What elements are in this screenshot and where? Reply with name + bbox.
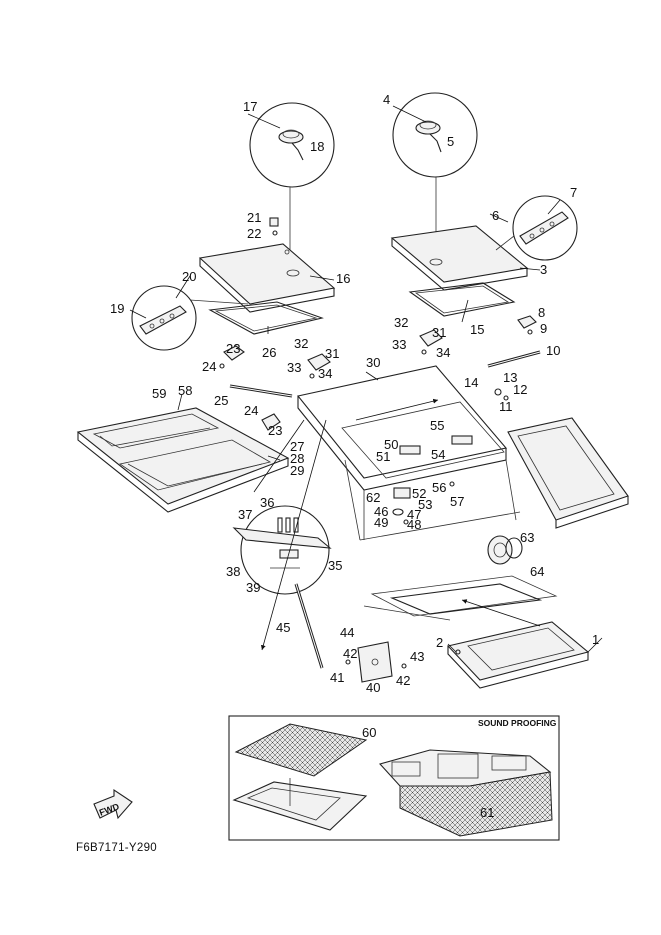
label-56: 56 <box>432 480 446 495</box>
gasket-left <box>208 301 324 335</box>
hinge-detail-left <box>131 285 249 351</box>
label-33-left: 33 <box>287 360 301 375</box>
label-17: 17 <box>243 99 257 114</box>
label-52: 52 <box>412 486 426 501</box>
part-labels: 17 18 4 5 7 6 21 22 3 16 20 19 8 9 15 32… <box>110 92 599 820</box>
label-4: 4 <box>383 92 390 107</box>
bracket-40 <box>345 641 407 683</box>
label-9: 9 <box>540 321 547 336</box>
label-11: 11 <box>499 399 513 414</box>
label-41: 41 <box>330 670 344 685</box>
inset-title: SOUND PROOFING <box>478 718 557 728</box>
label-3: 3 <box>540 262 547 277</box>
label-42-right: 42 <box>396 673 410 688</box>
label-31-left: 31 <box>325 346 339 361</box>
label-19: 19 <box>110 301 124 316</box>
deck-assembly <box>297 365 521 541</box>
label-61: 61 <box>480 805 494 820</box>
label-27: 27 <box>290 439 304 454</box>
gasket-right <box>408 282 516 317</box>
label-45: 45 <box>276 620 290 635</box>
label-28: 28 <box>290 451 304 466</box>
label-25: 25 <box>214 393 228 408</box>
detail-circle-left <box>249 102 335 272</box>
bottom-hatch <box>446 621 590 689</box>
label-34-left: 34 <box>318 366 332 381</box>
label-50: 50 <box>384 437 398 452</box>
hatch-lid-left <box>198 243 336 313</box>
floor-opening <box>363 575 558 621</box>
label-13: 13 <box>503 370 517 385</box>
label-12: 12 <box>513 382 527 397</box>
label-49: 49 <box>374 515 388 530</box>
label-63: 63 <box>520 530 534 545</box>
label-1: 1 <box>592 632 599 647</box>
label-54: 54 <box>431 447 445 462</box>
label-59: 59 <box>152 386 166 401</box>
label-35: 35 <box>328 558 342 573</box>
label-39: 39 <box>246 580 260 595</box>
leader-lines <box>129 105 603 653</box>
blower-63 <box>487 535 523 565</box>
label-31-right: 31 <box>432 325 446 340</box>
hardware-cluster <box>392 435 473 525</box>
label-21: 21 <box>247 210 261 225</box>
label-26: 26 <box>262 345 276 360</box>
label-36: 36 <box>260 495 274 510</box>
label-23-bottom: 23 <box>268 423 282 438</box>
label-48: 48 <box>407 517 421 532</box>
label-32-left: 32 <box>294 336 308 351</box>
label-16: 16 <box>336 271 350 286</box>
gas-strut-25 <box>229 384 293 398</box>
label-34-right: 34 <box>436 345 450 360</box>
label-20: 20 <box>182 269 196 284</box>
label-7: 7 <box>570 185 577 200</box>
sound-proofing-inset <box>228 715 560 841</box>
label-46: 46 <box>374 504 388 519</box>
hinge-detail-right <box>495 195 578 261</box>
label-6: 6 <box>492 208 499 223</box>
label-22: 22 <box>247 226 261 241</box>
side-hatch-right <box>507 417 629 529</box>
label-44: 44 <box>340 625 354 640</box>
storage-bin <box>76 407 290 513</box>
label-2: 2 <box>436 635 443 650</box>
label-8: 8 <box>538 305 545 320</box>
small-fittings <box>219 217 537 431</box>
label-43: 43 <box>410 649 424 664</box>
label-14: 14 <box>464 375 478 390</box>
label-53: 53 <box>418 497 432 512</box>
gas-strut-10 <box>487 350 541 368</box>
hatch-lid-right <box>390 225 529 291</box>
label-57: 57 <box>450 494 464 509</box>
label-37: 37 <box>238 507 252 522</box>
diagram-code: F6B7171-Y290 <box>76 842 157 854</box>
label-58: 58 <box>178 383 192 398</box>
label-47: 47 <box>407 507 421 522</box>
label-51: 51 <box>376 449 390 464</box>
label-24-bottom: 24 <box>244 403 258 418</box>
label-32-right: 32 <box>394 315 408 330</box>
label-10: 10 <box>546 343 560 358</box>
label-24-top: 24 <box>202 359 216 374</box>
label-55: 55 <box>430 418 444 433</box>
label-62: 62 <box>366 490 380 505</box>
label-60: 60 <box>362 725 376 740</box>
label-64: 64 <box>530 564 544 579</box>
label-38: 38 <box>226 564 240 579</box>
label-40: 40 <box>366 680 380 695</box>
label-29: 29 <box>290 463 304 478</box>
label-5: 5 <box>447 134 454 149</box>
label-15: 15 <box>470 322 484 337</box>
forward-direction-badge <box>93 788 133 820</box>
assembly-arrows <box>253 398 541 651</box>
label-18: 18 <box>310 139 324 154</box>
support-strut-45 <box>294 583 324 669</box>
label-30: 30 <box>366 355 380 370</box>
label-42-left: 42 <box>343 646 357 661</box>
label-23-top: 23 <box>226 341 240 356</box>
label-33-right: 33 <box>392 337 406 352</box>
